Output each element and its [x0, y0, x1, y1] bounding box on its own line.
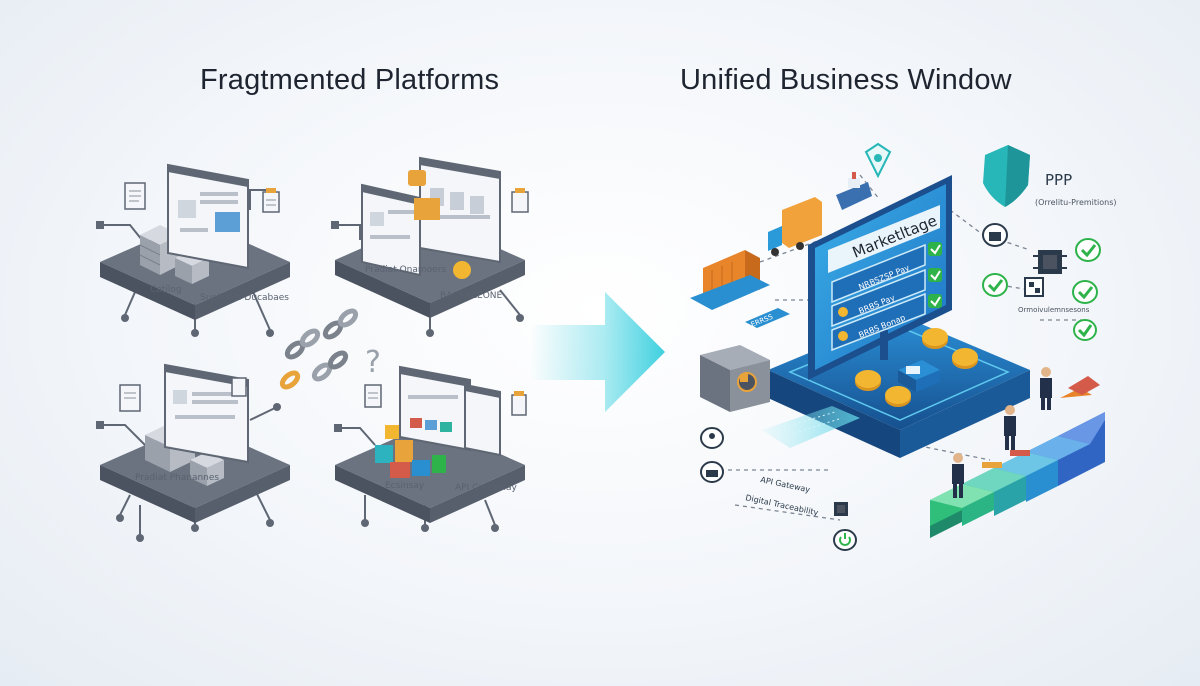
document-icon	[231, 377, 247, 397]
window-panel	[464, 383, 501, 457]
wallet-icon	[898, 360, 940, 392]
badge-icon	[700, 427, 724, 449]
document-icon	[511, 391, 527, 416]
shield-small-icon	[864, 142, 892, 179]
platform-ecosystem: Ecsinsay API Carsianay	[334, 365, 527, 532]
check-icon	[1075, 238, 1101, 262]
qr-icon	[1024, 277, 1044, 297]
check-icon	[982, 273, 1008, 297]
shield-icon	[983, 145, 1030, 207]
side-note: Ormoivulemnsesons	[1018, 306, 1090, 314]
check-icon	[928, 268, 942, 282]
window-panel	[361, 183, 421, 277]
document-icon	[262, 188, 280, 213]
platform-product-pharmacies: Pradiat Phanannes	[96, 363, 290, 542]
window-panel	[167, 163, 249, 270]
platform-label: Ecsinsay	[385, 481, 425, 491]
document-icon	[364, 384, 382, 408]
platform-label: Pradiat Onamoers	[365, 265, 446, 275]
digital-traceability-label: Digital Traceability	[745, 493, 820, 517]
arrow-right-icon	[530, 292, 665, 412]
ppp-subtitle: (Orrelitu-Premitions)	[1035, 198, 1117, 207]
truck-icon	[768, 197, 822, 256]
platform-label: Pradiat Phanannes	[135, 473, 219, 483]
businessman-icon	[1040, 367, 1052, 410]
chain-icon	[279, 308, 359, 390]
lock-icon	[982, 223, 1008, 247]
document-icon	[119, 384, 141, 412]
check-icon	[928, 242, 942, 256]
power-icon	[833, 529, 857, 551]
coin-icon	[838, 307, 848, 317]
platform-product-owners: Pradiat Onamoers BACIOIZEONE	[331, 156, 529, 337]
data-beam	[762, 406, 860, 448]
platform-label: BACIOIZEONE	[440, 291, 503, 301]
platform-label: Catilog	[150, 285, 182, 295]
coin-icon	[838, 331, 848, 341]
title-fragmented-platforms: Fragtmented Platforms	[200, 64, 500, 96]
platform-label: Suplalers Ducabaes	[200, 293, 289, 303]
businessman-icon	[952, 453, 964, 498]
product-cubes	[375, 425, 446, 478]
package-icon	[414, 198, 440, 220]
coin-icon	[855, 328, 978, 407]
platform-catalog: Catilog Suplalers Ducabaes	[96, 163, 290, 337]
container-icon	[690, 250, 770, 310]
ship-icon	[836, 172, 872, 210]
platform-label: API Carsianay	[455, 483, 518, 493]
coin-icon	[453, 261, 471, 279]
tag-badge: ERRSS	[745, 308, 790, 329]
folder-icon	[408, 170, 426, 186]
businessman-icon	[1004, 405, 1016, 450]
window-panel	[164, 363, 249, 464]
document-icon	[124, 182, 146, 210]
window-panel	[399, 365, 471, 452]
stairs-icon	[930, 376, 1105, 538]
check-icon	[1072, 280, 1098, 304]
user-lock-icon	[700, 461, 724, 483]
safe-icon	[700, 345, 770, 412]
api-gateway-label: API Gateway	[760, 475, 812, 494]
document-icon	[511, 188, 529, 213]
title-unified-business-window: Unified Business Window	[680, 64, 1012, 96]
chip-icon	[834, 502, 848, 516]
ppp-title: PPP	[1045, 171, 1072, 189]
question-icon: ?	[365, 345, 381, 380]
check-icon	[1073, 319, 1097, 341]
chip-icon	[1033, 250, 1067, 274]
check-icon	[928, 294, 942, 308]
